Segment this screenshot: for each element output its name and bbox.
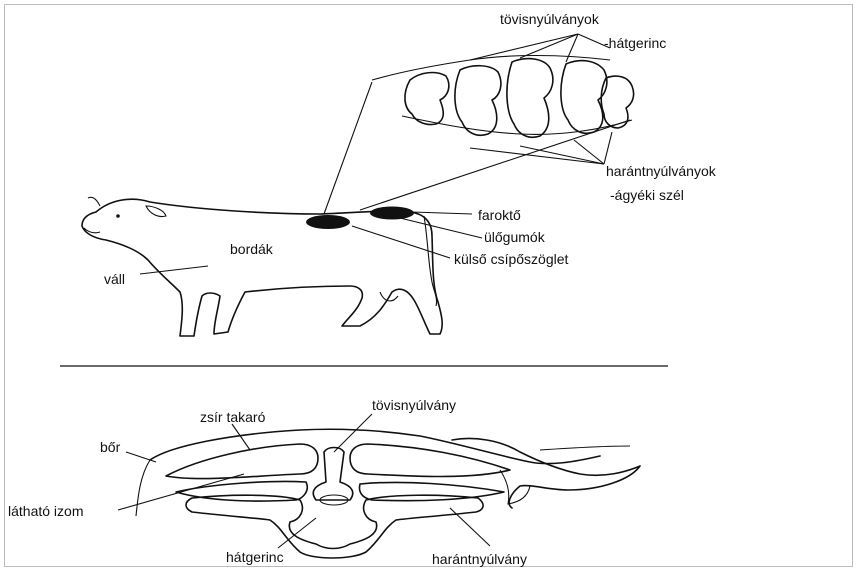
label-spinous-processes: tövisnyúlványok [500,11,600,27]
label-transverse-process: harántnyúlvány [432,551,527,567]
skin-lower-left [136,460,150,516]
label-transverse-processes: harántnyúlványok [606,163,717,179]
label-tail-root: faroktő [478,207,521,223]
leader-tail-root [412,212,472,214]
flank-right-top [540,446,630,450]
leader-spinous-process [334,414,372,452]
leader-pin-bone [400,218,482,238]
cow-ear [146,206,166,217]
label-fat-cover: zsír takaró [200,409,266,425]
cow-eye [116,214,120,218]
label-visible-muscle: látható izom [8,503,83,519]
zoom-line-right [360,120,630,210]
leader-skin [126,452,156,462]
leader-visible-muscle [118,474,244,510]
vertebra-2 [455,66,501,136]
label-pin-bone: ülőgumók [484,229,546,245]
spinous-process-shape [313,448,353,501]
fat-cover-right [350,444,510,477]
cow-tail [424,216,437,306]
top-leader-lines [140,34,630,274]
hip-marker [306,215,350,229]
vertebra-3 [507,59,553,138]
cow-horn [88,197,100,206]
fat-cover-left [166,444,318,479]
zoom-line-left [324,82,372,214]
leader-shoulder [140,266,208,274]
label-spine: hátgerinc [226,549,284,565]
vertebra-1 [405,73,449,125]
bottom-leader-lines [118,414,490,548]
vertebrae-base-line [402,116,632,134]
flank-right [452,439,640,509]
leader-transverse-process [450,508,490,546]
tail-root-marker [370,207,414,220]
leader-transverse-4 [604,132,612,164]
cow-illustration [82,197,442,336]
label-hip-point: külső csípőszöglet [454,251,569,267]
vertebra-4 [561,61,607,134]
leader-transverse-1 [470,148,604,164]
flank-right-inner [500,470,530,504]
label-ribs: bordák [230,241,274,257]
loin-cross-section [136,429,640,558]
label-loin-edge: -ágyéki szél [610,187,684,203]
leader-hip-point [352,226,450,258]
label-spine-top: -hátgerinc [604,35,666,51]
cow-body-outline [82,199,442,336]
label-skin: bőr [100,439,121,455]
vertebrae-closeup [372,56,634,138]
label-shoulder: váll [104,271,125,287]
label-spinous-process: tövisnyúlvány [372,397,456,413]
